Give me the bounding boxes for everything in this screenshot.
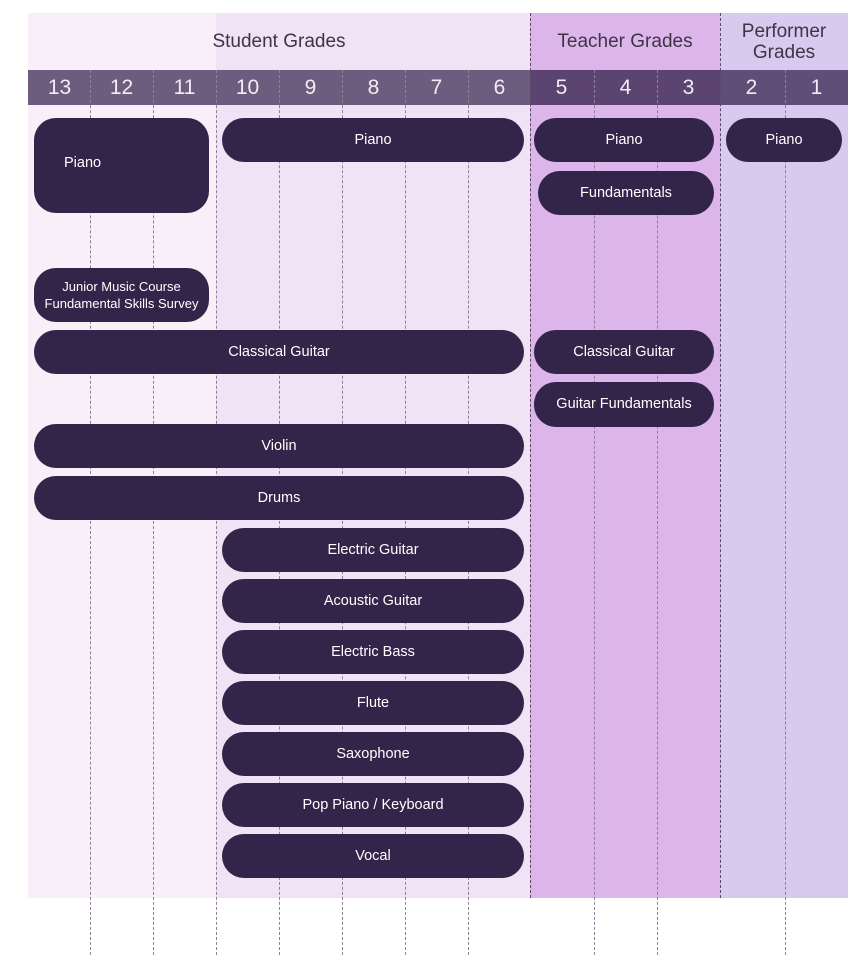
teacher-grades-title: Teacher Grades	[557, 31, 693, 52]
course-junior-line2: Fundamental Skills Survey	[44, 296, 199, 311]
course-classical-guitar-student[interactable]: Classical Guitar	[34, 330, 524, 374]
course-acoustic-guitar[interactable]: Acoustic Guitar	[222, 579, 524, 623]
course-electric-bass[interactable]: Electric Bass	[222, 630, 524, 674]
grade-label: 8	[367, 75, 380, 99]
course-classical-guitar-teacher[interactable]: Classical Guitar	[534, 330, 714, 374]
course-fundamentals[interactable]: Fundamentals	[538, 171, 714, 215]
grade-label: 1	[810, 75, 823, 99]
grade-label: 10	[235, 75, 260, 99]
course-junior-line1: Junior Music Course	[62, 279, 181, 294]
grid-line	[785, 70, 786, 955]
section-divider	[720, 13, 721, 898]
course-guitar-fundamentals[interactable]: Guitar Fundamentals	[534, 382, 714, 427]
performer-grade-row	[720, 70, 848, 105]
course-flute[interactable]: Flute	[222, 681, 524, 725]
grade-label: 11	[173, 75, 196, 99]
course-vocal[interactable]: Vocal	[222, 834, 524, 878]
grid-line	[657, 70, 658, 955]
grade-label: 13	[47, 75, 72, 99]
course-saxophone[interactable]: Saxophone	[222, 732, 524, 776]
teacher-grade-row	[530, 70, 720, 105]
grade-label: 3	[682, 75, 695, 99]
course-piano-student[interactable]: Piano	[222, 118, 524, 162]
grade-label: 12	[109, 75, 134, 99]
course-piano-teacher[interactable]: Piano	[534, 118, 714, 162]
grade-label: 6	[493, 75, 506, 99]
course-drums[interactable]: Drums	[34, 476, 524, 520]
grade-label: 4	[619, 75, 632, 99]
course-violin[interactable]: Violin	[34, 424, 524, 468]
section-divider	[530, 13, 531, 898]
course-piano-performer[interactable]: Piano	[726, 118, 842, 162]
grade-label: 5	[555, 75, 568, 99]
performer-grades-title: Performer Grades	[741, 20, 827, 63]
grid-line	[594, 70, 595, 955]
course-electric-guitar[interactable]: Electric Guitar	[222, 528, 524, 572]
course-pop-piano[interactable]: Pop Piano / Keyboard	[222, 783, 524, 827]
grade-label: 9	[304, 75, 317, 99]
course-junior-music[interactable]: Junior Music Course Fundamental Skills S…	[34, 268, 209, 322]
grade-label: 7	[430, 75, 443, 99]
student-grades-title: Student Grades	[212, 31, 346, 52]
course-piano-junior[interactable]: Piano	[34, 118, 209, 213]
grade-label: 2	[745, 75, 758, 99]
